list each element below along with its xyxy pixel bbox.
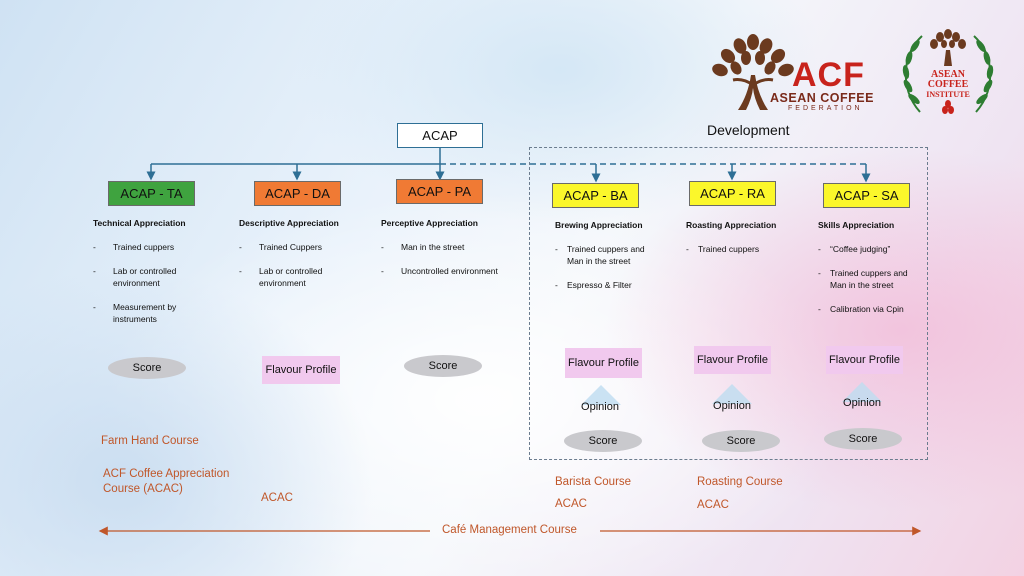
flavour-profile-da: Flavour Profile <box>262 356 340 384</box>
list-item: -Calibration via Cpin <box>818 304 904 314</box>
list-item: -Trained cuppers <box>93 242 175 252</box>
coffee-tree-icon <box>712 34 794 110</box>
node-acap-ba: ACAP - BA <box>552 183 639 208</box>
node-acap-ta: ACAP - TA <box>108 181 195 206</box>
heading-roasting: Roasting Appreciation <box>686 220 777 230</box>
list-item: -Uncontrolled environment <box>381 266 498 276</box>
list-item: -“Coffee judging” <box>818 244 891 254</box>
opinion-sa: Opinion <box>843 397 881 409</box>
list-item: -Lab or controlled environment <box>239 266 323 288</box>
course-roasting: Roasting Course <box>697 476 783 488</box>
course-cafe-management: Café Management Course <box>442 524 577 536</box>
acap-root-node: ACAP <box>397 123 483 148</box>
course-acac-full: ACF Coffee Appreciation Course (ACAC) <box>103 468 230 495</box>
node-acap-pa: ACAP - PA <box>396 179 483 204</box>
bullets-ra: -Trained cuppers <box>686 243 796 267</box>
bullets-pa: -Man in the street -Uncontrolled environ… <box>381 241 501 289</box>
bullets-sa: -“Coffee judging” -Trained cuppers and M… <box>818 243 923 327</box>
score-sa: Score <box>824 428 902 450</box>
institute-logo: ASEAN COFFEE INSTITUTE <box>898 24 998 124</box>
heading-brewing: Brewing Appreciation <box>555 220 643 230</box>
opinion-ra: Opinion <box>713 400 751 412</box>
list-item: -Man in the street <box>381 242 465 252</box>
heading-perceptive: Perceptive Appreciation <box>381 218 478 228</box>
score-ta: Score <box>108 357 186 379</box>
acf-logo: ACF ASEAN COFFEE FEDERATION <box>708 30 878 122</box>
institute-logo-text: ASEAN COFFEE INSTITUTE <box>926 69 970 100</box>
heading-skills: Skills Appreciation <box>818 220 895 230</box>
list-item: -Espresso & Filter <box>555 280 632 290</box>
score-ba: Score <box>564 430 642 452</box>
bullets-da: -Trained Cuppers -Lab or controlled envi… <box>239 241 359 301</box>
flavour-profile-ra: Flavour Profile <box>694 346 771 374</box>
list-item: -Trained cuppers <box>686 244 760 254</box>
flavour-profile-ba: Flavour Profile <box>565 348 642 378</box>
node-acap-sa: ACAP - SA <box>823 183 910 208</box>
triangle-ba <box>581 385 621 405</box>
course-farm-hand: Farm Hand Course <box>101 435 199 447</box>
course-roasting-acac: ACAC <box>697 499 729 511</box>
triangle-ra <box>712 384 752 404</box>
opinion-ba: Opinion <box>581 401 619 413</box>
heading-descriptive: Descriptive Appreciation <box>239 218 339 228</box>
acf-logo-letters: ACF <box>792 56 865 94</box>
acf-logo-line1: ASEAN COFFEE <box>770 91 874 105</box>
acf-logo-line2: FEDERATION <box>788 105 863 112</box>
node-acap-ra: ACAP - RA <box>689 181 776 206</box>
heading-technical: Technical Appreciation <box>93 218 186 228</box>
development-label: Development <box>707 122 790 138</box>
laurel-wreath-icon <box>902 29 994 114</box>
bullets-ta: -Trained cuppers -Lab or controlled envi… <box>93 241 213 337</box>
bullets-ba: -Trained cuppers and Man in the street -… <box>555 243 660 303</box>
score-ra: Score <box>702 430 780 452</box>
list-item: -Trained cuppers and Man in the street <box>555 244 645 266</box>
course-barista: Barista Course <box>555 476 632 488</box>
course-barista-acac: ACAC <box>555 498 587 510</box>
flavour-profile-sa: Flavour Profile <box>826 346 903 374</box>
list-item: -Lab or controlled environment <box>93 266 177 288</box>
list-item: -Measurement by instruments <box>93 302 177 324</box>
node-acap-da: ACAP - DA <box>254 181 341 206</box>
score-pa: Score <box>404 355 482 377</box>
triangle-sa <box>842 382 882 402</box>
development-box <box>529 147 928 460</box>
list-item: -Trained cuppers and Man in the street <box>818 268 908 290</box>
course-acac-da: ACAC <box>261 492 293 504</box>
list-item: -Trained Cuppers <box>239 242 322 252</box>
